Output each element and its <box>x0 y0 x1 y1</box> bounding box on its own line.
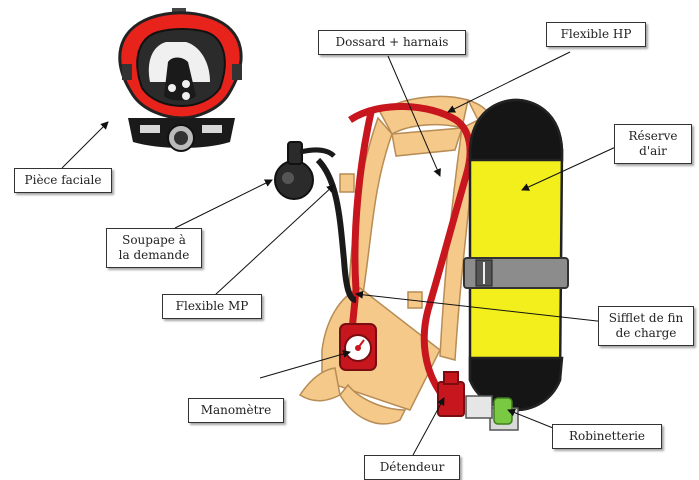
label-text: Dossard + harnais <box>325 35 459 50</box>
label-text: Détendeur <box>371 460 453 475</box>
label-text: Soupape à <box>113 233 195 248</box>
label-text: Flexible HP <box>553 27 639 42</box>
pressure-gauge <box>340 324 376 370</box>
label-flexible-mp: Flexible MP <box>162 294 262 319</box>
label-text: Pièce faciale <box>21 173 105 188</box>
label-text: d'air <box>621 144 685 159</box>
label-dossard: Dossard + harnais <box>318 30 466 55</box>
label-text: Robinetterie <box>559 429 655 444</box>
cylinder-valve <box>466 396 518 430</box>
label-text: de charge <box>605 326 687 341</box>
air-cylinder <box>464 100 568 410</box>
label-detendeur: Détendeur <box>364 455 460 480</box>
label-manometre: Manomètre <box>188 398 284 423</box>
label-text: Flexible MP <box>169 299 255 314</box>
face-mask <box>120 8 242 151</box>
label-text: la demande <box>113 248 195 263</box>
label-sifflet: Sifflet de fin de charge <box>598 306 694 346</box>
label-text: Manomètre <box>195 403 277 418</box>
label-text: Sifflet de fin <box>605 311 687 326</box>
label-reserve: Réserve d'air <box>614 124 692 164</box>
label-text: Réserve <box>621 129 685 144</box>
label-flexible-hp: Flexible HP <box>546 22 646 47</box>
label-soupape: Soupape à la demande <box>106 228 202 268</box>
pressure-reducer <box>438 372 464 416</box>
label-robinetterie: Robinetterie <box>552 424 662 449</box>
label-piece-faciale: Pièce faciale <box>14 168 112 193</box>
demand-valve <box>275 142 356 300</box>
